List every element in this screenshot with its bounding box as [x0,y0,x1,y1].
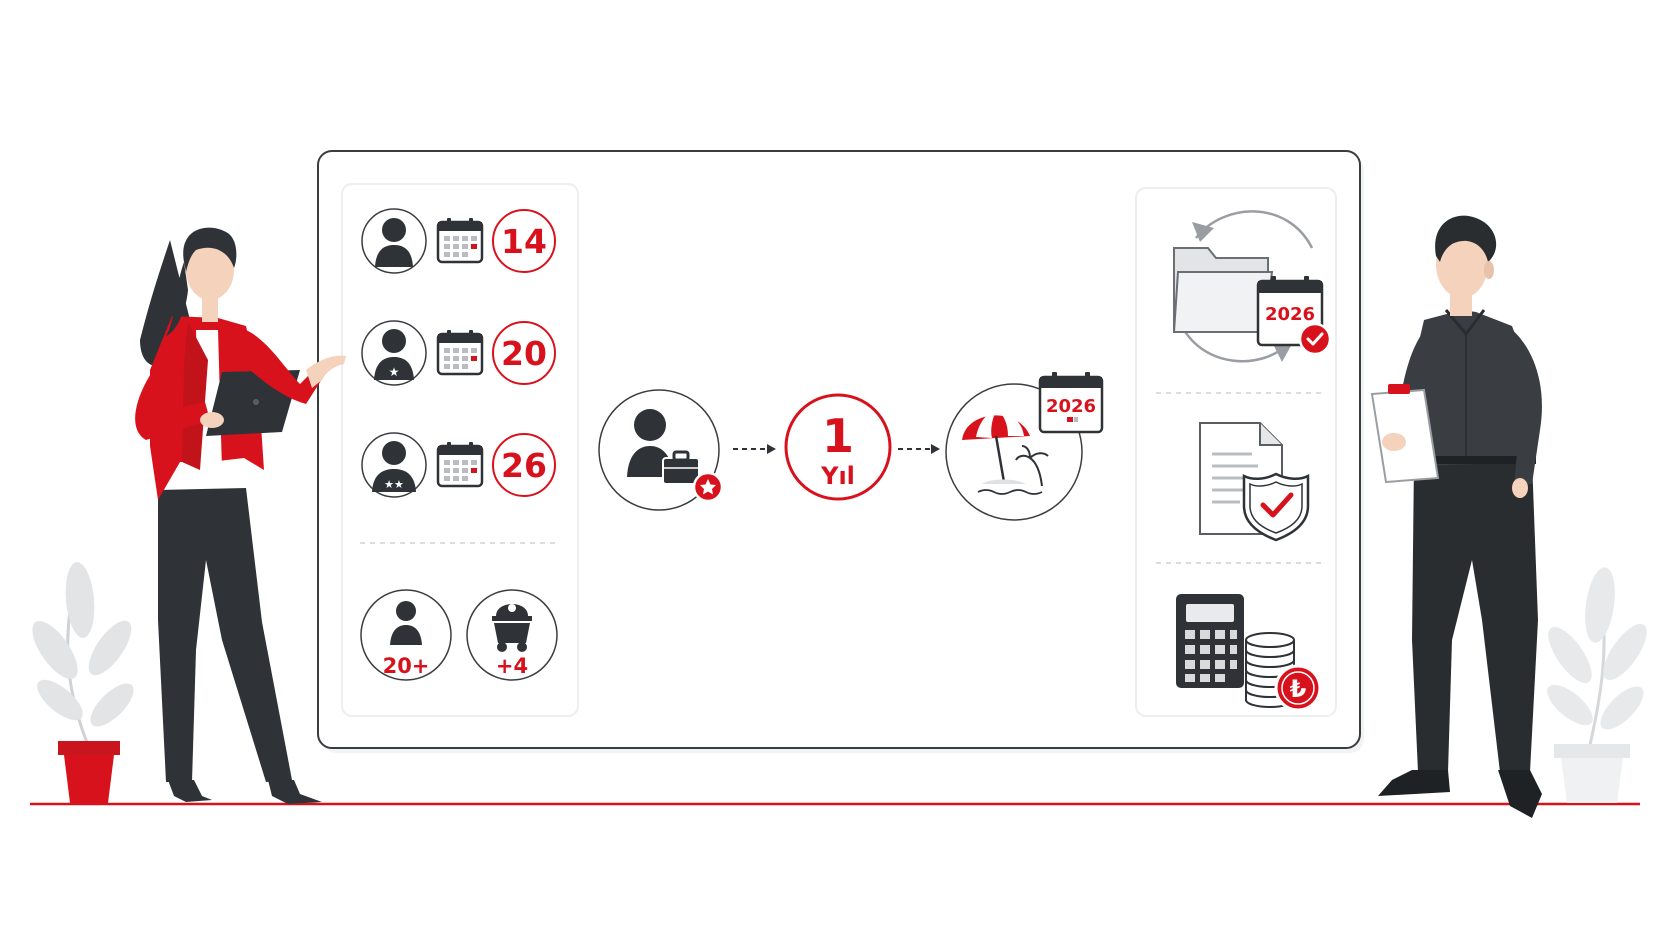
calendar-icon [436,442,484,488]
man-presenter-illustration [1370,215,1542,818]
calendar-check-icon: 2026 [1256,276,1332,356]
flow-period: 1 Yıl [784,393,892,501]
days-value: 26 [501,446,547,485]
woman-presenter-illustration [135,227,346,804]
flow-start-employee [598,389,724,511]
svg-text:★: ★ [389,365,400,379]
days-badge [492,321,556,385]
entitlement-row: ★★ 26 [361,432,556,498]
person-icon [390,601,422,645]
employee-briefcase-icon [627,409,700,485]
archive-calendar-year: 2026 [1265,304,1315,325]
document-shield-icon [1199,422,1310,542]
person-two-stars-icon: ★★ [372,441,416,492]
days-value: 14 [501,222,547,261]
special-case-mining: +4 [466,589,558,681]
calendar-icon [436,330,484,376]
person-star-icon: ★ [374,329,414,380]
entitlement-row: ★ 20 [361,320,556,386]
period-unit: Yıl [820,462,855,490]
beach-umbrella-icon [962,410,1049,495]
days-badge [492,209,556,273]
special-case-label: +4 [496,654,528,678]
mine-cart-icon [492,604,532,652]
flow-end-vacation: 2026 [945,372,1104,521]
person-icon [375,218,413,267]
special-case-label: 20+ [383,654,430,678]
calculator-coins-icon: ₺ [1176,594,1322,712]
folder-sync-icon: 2026 [1172,210,1332,363]
flow-arrow-2 [898,444,940,454]
entitlement-row: 14 [361,208,556,274]
left-plant-pot [58,741,120,755]
calendar-icon [436,218,484,264]
days-value: 20 [501,334,547,373]
days-badge [492,433,556,497]
svg-text:★★: ★★ [384,478,404,491]
special-case-age: 20+ [360,589,452,681]
calendar-year: 2026 [1046,396,1096,417]
period-number: 1 [822,409,854,463]
right-plant-pot [1554,744,1630,758]
calendar-icon: 2026 [1038,372,1104,434]
right-plant-illustration [1547,567,1647,803]
left-plant-illustration [32,562,134,803]
flow-arrow-1 [733,444,776,454]
currency-symbol: ₺ [1290,675,1307,703]
